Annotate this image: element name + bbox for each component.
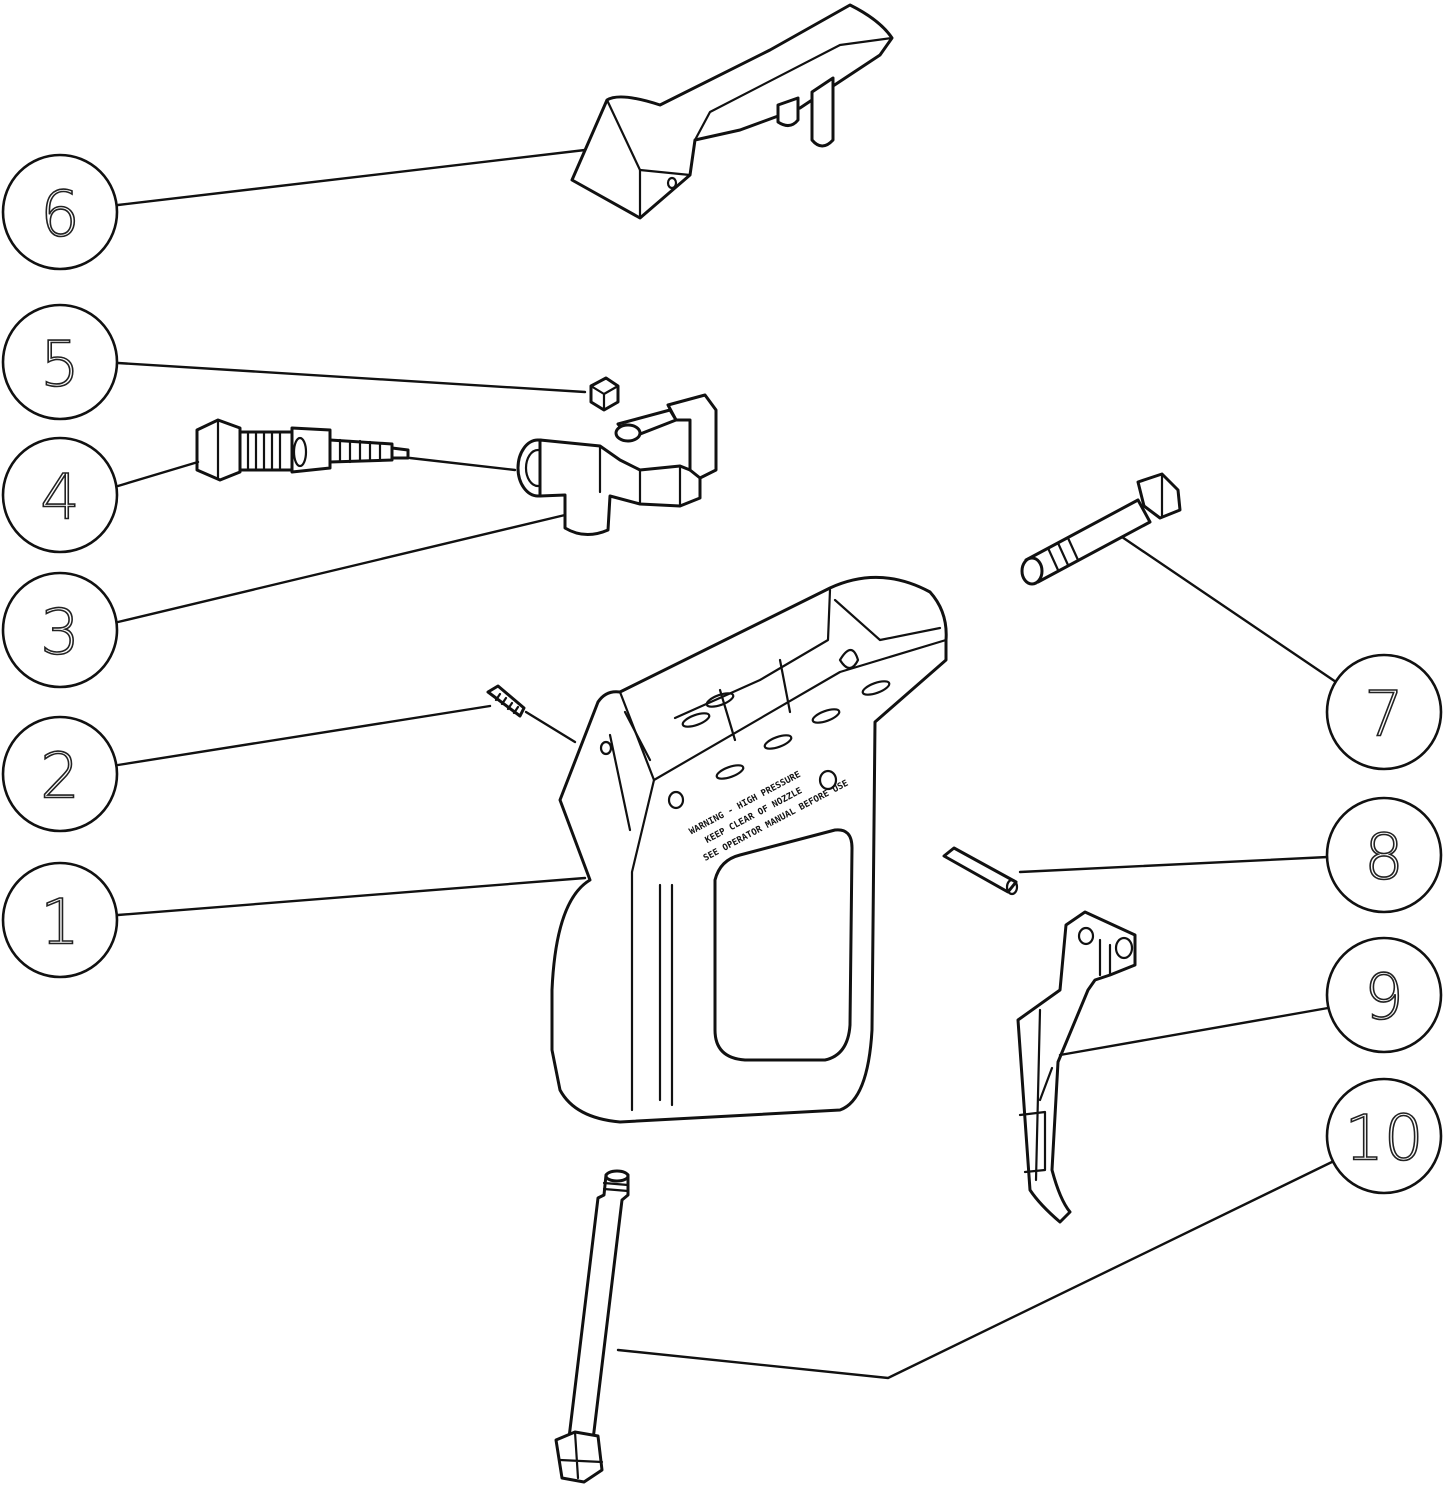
leader-line-1 [116, 876, 587, 917]
leader-line-9 [1058, 1006, 1330, 1057]
leader-line-4 [116, 460, 200, 488]
callout-9: 9 [1325, 936, 1443, 1054]
leader-line-7 [1120, 535, 1338, 684]
part-10-tube [554, 1169, 630, 1484]
part-3-valve-body [516, 393, 718, 536]
callout-10-label: 10 [1345, 1102, 1424, 1175]
callout-2-label: 2 [40, 740, 79, 813]
leader-line-5 [116, 361, 587, 394]
leader-line-3 [116, 513, 567, 624]
leader-line-2b [524, 710, 577, 744]
part-2-screw [486, 684, 526, 718]
callout-9-label: 9 [1364, 961, 1403, 1034]
callout-10: 10 [1325, 1077, 1443, 1195]
part-7-inlet-tube [1020, 472, 1182, 586]
callout-1: 1 [1, 861, 119, 979]
leader-line-6 [116, 148, 587, 207]
part-9-trigger-lever [1016, 910, 1137, 1224]
callout-3: 3 [1, 571, 119, 689]
callout-4-label: 4 [40, 461, 79, 534]
callout-2: 2 [1, 715, 119, 833]
leader-line-8 [1018, 855, 1330, 874]
part-5-set-screw [589, 376, 620, 412]
callout-1-label: 1 [40, 886, 79, 959]
callout-8: 8 [1325, 796, 1443, 914]
callout-5: 5 [1, 303, 119, 421]
callout-8-label: 8 [1364, 821, 1403, 894]
callout-4: 4 [1, 436, 119, 554]
part-8-pin [942, 846, 1019, 896]
callout-6-label: 6 [40, 178, 79, 251]
callout-7-label: 7 [1364, 678, 1403, 751]
callout-3-label: 3 [40, 596, 79, 669]
callout-6: 6 [1, 153, 119, 271]
callout-5-label: 5 [40, 328, 79, 401]
leader-line-4b [408, 456, 517, 472]
callout-7: 7 [1325, 653, 1443, 771]
leader-line-10 [616, 1158, 1338, 1380]
part-4-valve-assembly [195, 418, 410, 482]
part-1-gun-body: WARNING - HIGH PRESSURE KEEP CLEAR OF NO… [550, 575, 948, 1124]
part-6-trigger-cover [570, 3, 894, 220]
leader-line-2 [116, 704, 492, 767]
